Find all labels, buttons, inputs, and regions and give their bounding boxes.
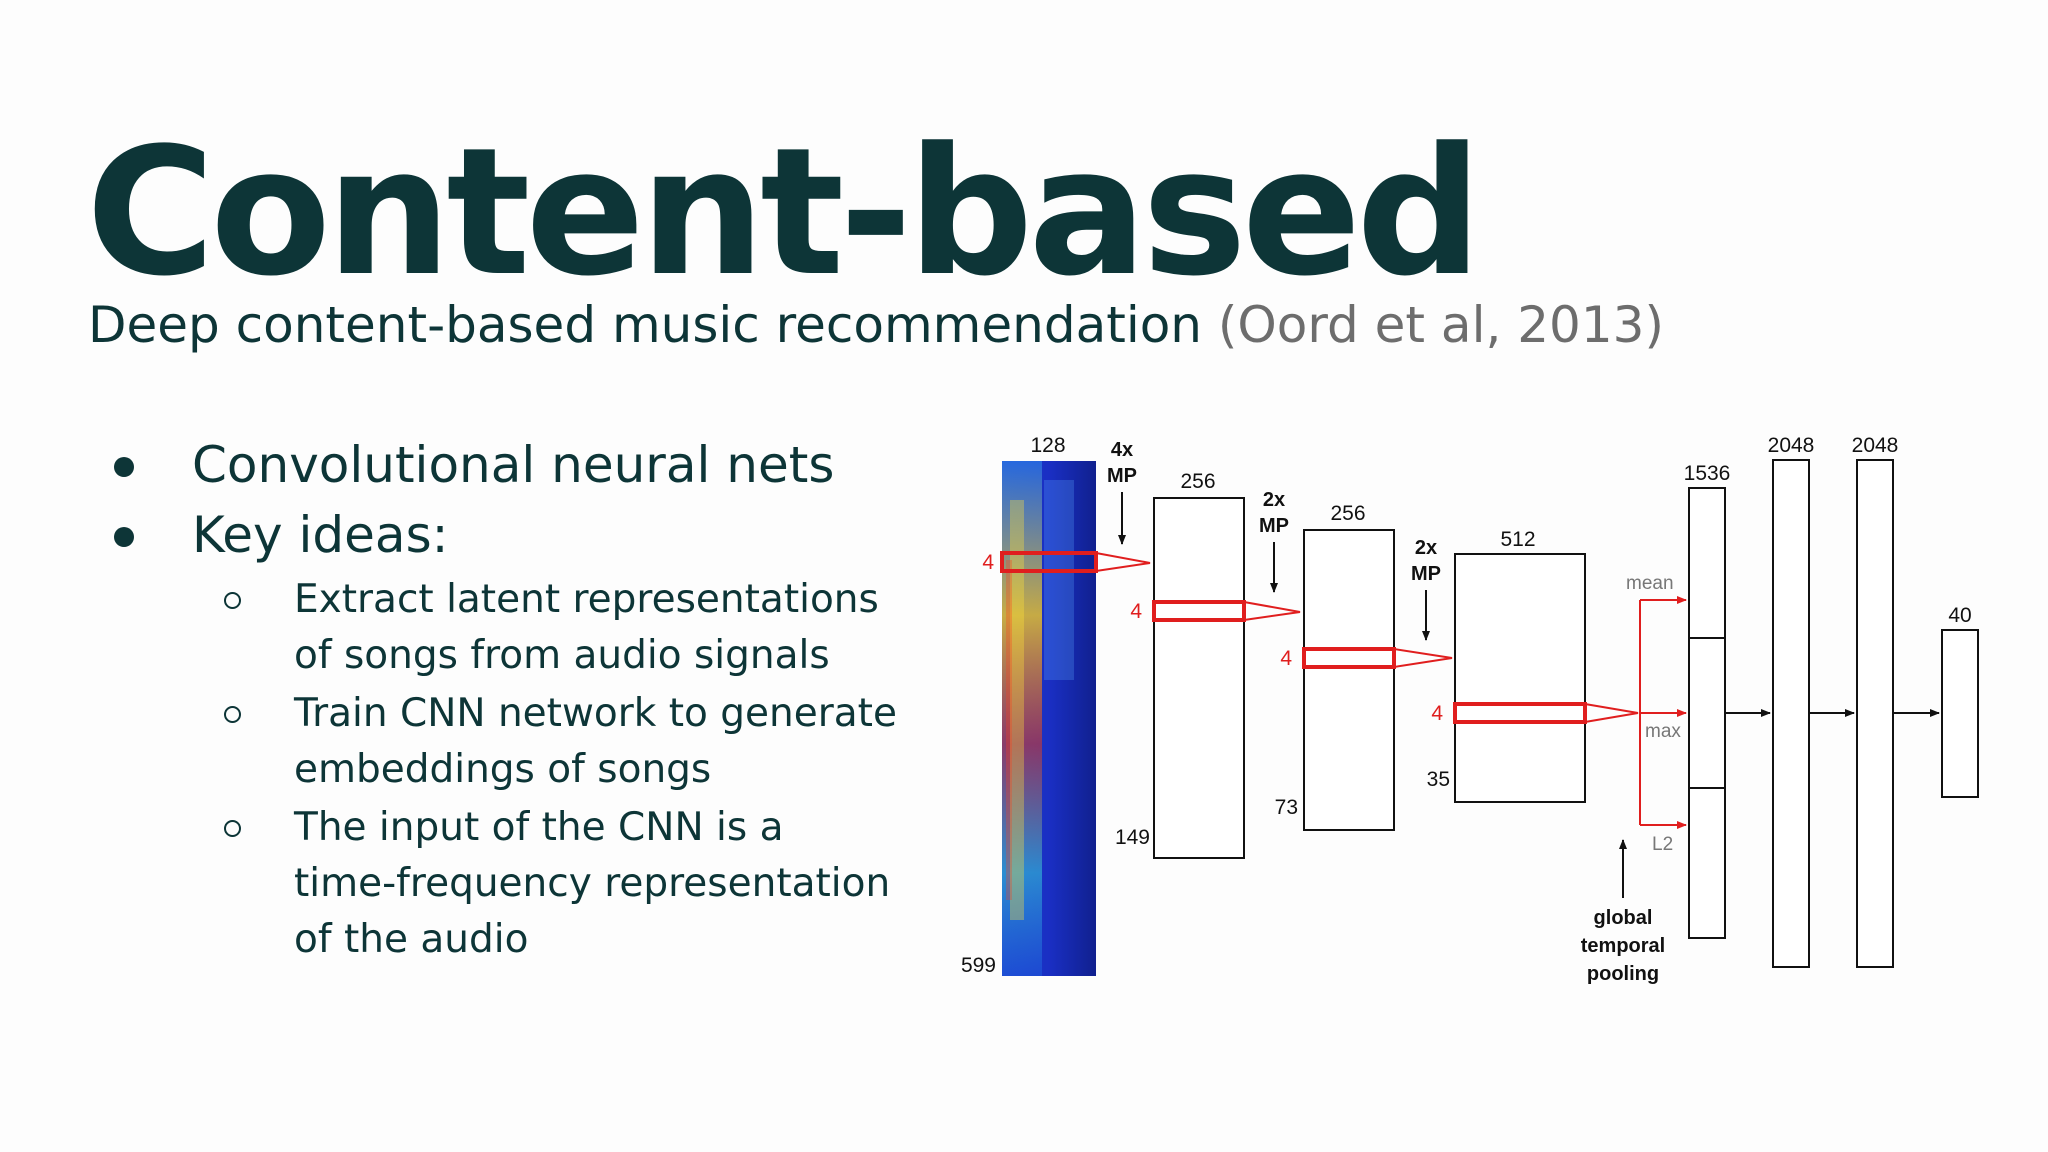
concat-max-segment <box>1688 637 1726 789</box>
conv3-height-label: 35 <box>1427 768 1450 791</box>
bullet-item: Key ideas: <box>88 500 948 570</box>
slide-title: Content-based <box>86 110 1482 315</box>
concat-width-label: 1536 <box>1684 462 1731 485</box>
input-window-projection <box>1095 552 1151 572</box>
pool1-label: MP <box>1107 465 1137 487</box>
bullet-item: Convolutional neural nets <box>88 430 948 500</box>
conv2-window-highlight <box>1302 647 1396 669</box>
sub-bullet-line: The input of the CNN is a <box>294 805 784 850</box>
mean-label: mean <box>1626 573 1674 594</box>
sub-bullet-item: Train CNN network to generate embeddings… <box>88 686 954 798</box>
pool1-factor: 4x <box>1111 439 1133 461</box>
conv3-window-label: 4 <box>1431 702 1443 725</box>
conv2-block <box>1303 529 1395 831</box>
slide-subtitle: Deep content-based music recommendation … <box>88 296 1664 354</box>
output-width-label: 40 <box>1948 604 1971 627</box>
conv2-window-projection <box>1393 648 1453 668</box>
sub-bullet-line: embeddings of songs <box>294 747 712 792</box>
concat-l2-segment <box>1688 787 1726 939</box>
bullet-list: Convolutional neural nets Key ideas: Ext… <box>88 430 948 968</box>
pool2-label: MP <box>1259 515 1289 537</box>
concat-mean-segment <box>1688 487 1726 639</box>
bullet-text: Convolutional neural nets <box>192 436 835 494</box>
input-spectrogram <box>1002 461 1096 976</box>
input-window-label: 4 <box>982 551 994 574</box>
sub-bullet-line: Train CNN network to generate <box>294 691 897 736</box>
dense1-block <box>1772 459 1810 968</box>
spectrogram-heat-band <box>1002 461 1042 976</box>
conv2-width-label: 256 <box>1330 502 1365 525</box>
conv2-window-label: 4 <box>1280 647 1292 670</box>
max-label: max <box>1645 721 1681 742</box>
bullet-text: Key ideas: <box>192 506 449 564</box>
pool3-label: MP <box>1411 563 1441 585</box>
spectrogram-heat-band <box>1006 560 1012 900</box>
sub-bullet-line: of songs from audio signals <box>294 633 830 678</box>
sub-bullet-line: Extract latent representations <box>294 577 879 622</box>
pooling-label-line: temporal <box>1581 935 1665 957</box>
dense2-width-label: 2048 <box>1852 434 1899 457</box>
conv3-width-label: 512 <box>1500 528 1535 551</box>
pooling-label-line: pooling <box>1587 963 1659 985</box>
conv1-block <box>1153 497 1245 859</box>
bullet-circle-icon <box>224 706 241 723</box>
conv1-window-projection <box>1243 601 1301 621</box>
spectrogram-heat-band <box>1044 480 1074 680</box>
cnn-architecture-diagram: 128 599 4 4x MP 256 149 4 2x MP 256 73 4… <box>961 434 1979 985</box>
dense1-width-label: 2048 <box>1768 434 1815 457</box>
conv3-window-highlight <box>1453 702 1587 724</box>
bullet-circle-icon <box>224 820 241 837</box>
sub-bullet-line: of the audio <box>294 917 529 962</box>
conv1-width-label: 256 <box>1180 470 1215 493</box>
pool2-factor: 2x <box>1263 489 1285 511</box>
l2-label: L2 <box>1652 834 1673 855</box>
pooling-label-line: global <box>1594 907 1653 929</box>
sub-bullet-line: time-frequency representation <box>294 861 891 906</box>
conv1-height-label: 149 <box>1115 826 1150 849</box>
dense2-block <box>1856 459 1894 968</box>
bullet-dot-icon <box>114 527 134 547</box>
sub-bullet-item: Extract latent representations of songs … <box>88 572 954 684</box>
input-height-label: 599 <box>961 954 996 977</box>
conv3-window-projection <box>1584 703 1639 723</box>
conv1-window-highlight <box>1152 600 1246 622</box>
conv1-window-label: 4 <box>1130 600 1142 623</box>
spectrogram-heat-band <box>1010 500 1024 920</box>
subtitle-citation: (Oord et al, 2013) <box>1217 296 1664 354</box>
input-window-highlight <box>1000 551 1098 573</box>
subtitle-text: Deep content-based music recommendation <box>88 296 1202 354</box>
output-block <box>1941 629 1979 798</box>
bullet-circle-icon <box>224 592 241 609</box>
conv2-height-label: 73 <box>1275 796 1298 819</box>
sub-bullet-item: The input of the CNN is a time-frequency… <box>88 800 954 968</box>
pool3-factor: 2x <box>1415 537 1437 559</box>
bullet-dot-icon <box>114 457 134 477</box>
input-width-label: 128 <box>1030 434 1065 457</box>
conv3-block <box>1454 553 1586 803</box>
